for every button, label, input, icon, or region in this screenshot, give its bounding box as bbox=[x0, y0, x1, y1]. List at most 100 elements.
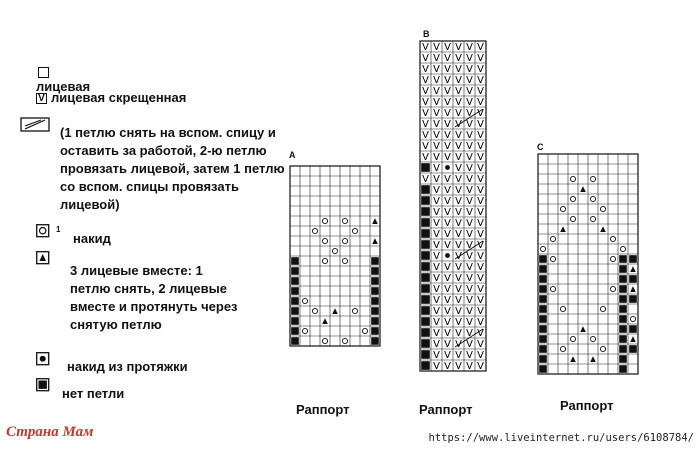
chart-c bbox=[537, 153, 639, 375]
knit-tbl-cell: V bbox=[455, 317, 462, 328]
no-stitch-cell bbox=[371, 267, 379, 275]
no-stitch-cell bbox=[421, 251, 430, 260]
sk2p-cell bbox=[580, 326, 586, 332]
knit-tbl-cell: V bbox=[477, 42, 484, 53]
knit-tbl-cell: V bbox=[444, 108, 451, 119]
knit-tbl-cell: V bbox=[466, 108, 473, 119]
knit-tbl-cell: V bbox=[422, 152, 429, 163]
sk2p-cell bbox=[590, 356, 596, 362]
knit-tbl-cell: V bbox=[444, 262, 451, 273]
legend-yo-from-bar-label: накид из протяжки bbox=[67, 359, 188, 374]
knit-tbl-cell: V bbox=[444, 229, 451, 240]
legend-knit-tbl: V лицевая скрещенная bbox=[36, 90, 186, 107]
yarn-over-cell bbox=[569, 335, 577, 343]
knit-tbl-cell: V bbox=[466, 218, 473, 229]
knit-tbl-cell: V bbox=[433, 262, 440, 273]
knit-tbl-cell: V bbox=[477, 119, 484, 130]
no-stitch-cell bbox=[619, 305, 627, 313]
yarn-over-cell bbox=[589, 175, 597, 183]
knit-tbl-cell: V bbox=[444, 361, 451, 372]
yarn-over-cell bbox=[549, 255, 557, 263]
no-stitch-cell bbox=[629, 325, 637, 333]
knit-tbl-cell: V bbox=[433, 295, 440, 306]
sk2p-cell bbox=[600, 226, 606, 232]
knit-symbol bbox=[38, 67, 49, 78]
knit-tbl-cell: V bbox=[455, 108, 462, 119]
yo-superscript: 1 bbox=[56, 225, 61, 234]
knit-tbl-cell: V bbox=[477, 141, 484, 152]
knit-tbl-cell: V bbox=[433, 75, 440, 86]
knit-tbl-cell: V bbox=[455, 86, 462, 97]
no-stitch-cell bbox=[619, 315, 627, 323]
yarn-over-cell bbox=[341, 337, 349, 345]
knit-tbl-cell: V bbox=[433, 361, 440, 372]
knit-tbl-cell: V bbox=[466, 207, 473, 218]
knit-tbl-cell: V bbox=[444, 240, 451, 251]
knit-tbl-cell: V bbox=[455, 218, 462, 229]
knit-tbl-cell: V bbox=[455, 97, 462, 108]
knit-tbl-cell: V bbox=[444, 317, 451, 328]
yarn-over-cell bbox=[321, 217, 329, 225]
no-stitch-cell bbox=[539, 265, 547, 273]
yarn-over-cell bbox=[589, 195, 597, 203]
knit-tbl-cell: V bbox=[455, 240, 462, 251]
knit-tbl-cell: V bbox=[455, 53, 462, 64]
yarn-over-cell bbox=[589, 215, 597, 223]
knit-tbl-cell: V bbox=[477, 361, 484, 372]
knit-tbl-cell: V bbox=[455, 284, 462, 295]
knit-tbl-cell: V bbox=[477, 185, 484, 196]
no-stitch-cell bbox=[539, 285, 547, 293]
knit-tbl-cell: V bbox=[433, 207, 440, 218]
knit-tbl-cell: V bbox=[422, 141, 429, 152]
legend-yarn-over-label: накид bbox=[73, 231, 111, 246]
legend-no-stitch-label: нет петли bbox=[62, 386, 125, 401]
knit-tbl-cell: V bbox=[433, 53, 440, 64]
no-stitch-cell bbox=[539, 305, 547, 313]
no-stitch-cell bbox=[291, 267, 299, 275]
yarn-over-cell bbox=[569, 175, 577, 183]
knit-tbl-cell: V bbox=[422, 119, 429, 130]
knit-tbl-cell: V bbox=[444, 174, 451, 185]
knit-tbl-cell: V bbox=[477, 75, 484, 86]
knit-tbl-cell: V bbox=[477, 97, 484, 108]
knit-tbl-cell: V bbox=[433, 42, 440, 53]
knit-tbl-cell: V bbox=[433, 328, 440, 339]
knit-tbl-cell: V bbox=[444, 295, 451, 306]
sk2p-cell bbox=[332, 308, 338, 314]
knit-tbl-cell: V bbox=[455, 229, 462, 240]
yo-from-bar-cell bbox=[445, 165, 450, 170]
knit-tbl-cell: V bbox=[444, 284, 451, 295]
knit-tbl-cell: V bbox=[444, 86, 451, 97]
knit-tbl-cell: V bbox=[466, 196, 473, 207]
no-stitch-cell bbox=[629, 345, 637, 353]
knit-tbl-cell: V bbox=[455, 196, 462, 207]
knit-tbl-cell: V bbox=[477, 328, 484, 339]
no-stitch-cell bbox=[371, 317, 379, 325]
no-stitch-cell bbox=[371, 327, 379, 335]
yarn-over-cell bbox=[549, 285, 557, 293]
knit-tbl-cell: V bbox=[433, 306, 440, 317]
no-stitch-cell bbox=[421, 240, 430, 249]
knit-tbl-cell: V bbox=[466, 64, 473, 75]
knit-tbl-cell: V bbox=[444, 141, 451, 152]
knit-tbl-cell: V bbox=[444, 328, 451, 339]
knit-tbl-cell: V bbox=[433, 251, 440, 262]
no-stitch-cell bbox=[539, 365, 547, 373]
sk2p-line: снятую петлю bbox=[70, 317, 162, 332]
knit-tbl-cell: V bbox=[477, 108, 484, 119]
no-stitch-cell bbox=[421, 350, 430, 359]
knit-tbl-cell: V bbox=[466, 295, 473, 306]
knit-tbl-cell: V bbox=[477, 163, 484, 174]
knit-tbl-cell: V bbox=[466, 97, 473, 108]
no-stitch-cell bbox=[619, 295, 627, 303]
knit-tbl-cell: V bbox=[422, 42, 429, 53]
no-stitch-cell bbox=[291, 337, 299, 345]
chart-a-title: A bbox=[289, 150, 296, 160]
knit-tbl-cell: V bbox=[466, 284, 473, 295]
knit-tbl-cell: V bbox=[466, 361, 473, 372]
knit-tbl-cell: V bbox=[433, 86, 440, 97]
knit-tbl-cell: V bbox=[466, 86, 473, 97]
knit-tbl-cell: V bbox=[444, 273, 451, 284]
yarn-over-cell bbox=[361, 327, 369, 335]
knit-tbl-cell: V bbox=[455, 185, 462, 196]
